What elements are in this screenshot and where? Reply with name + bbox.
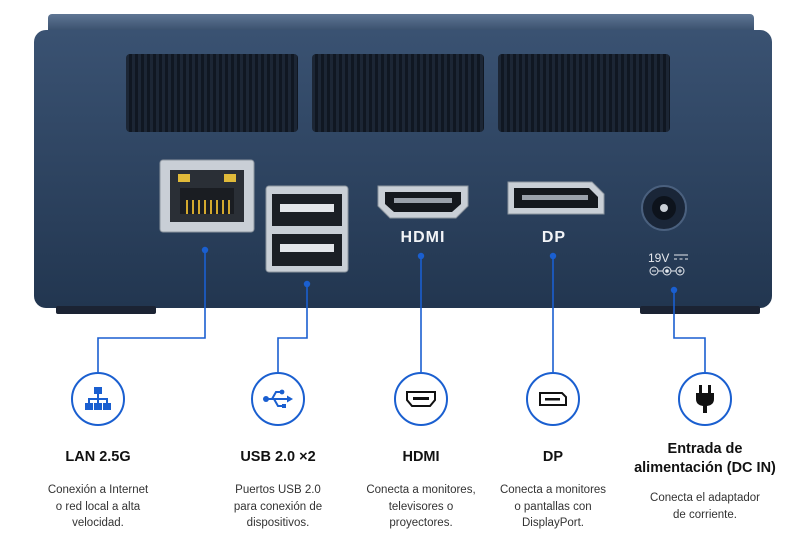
dp-port-label: DP — [542, 229, 566, 246]
power-plug-icon — [678, 372, 732, 426]
vent-middle — [312, 54, 484, 132]
usb-ports — [265, 185, 349, 273]
usb-icon — [251, 372, 305, 426]
port-title: DP — [542, 449, 564, 465]
hdmi-icon — [394, 372, 448, 426]
port-title: LAN 2.5G — [65, 449, 131, 465]
port-title: HDMI — [402, 449, 440, 465]
mini-pc-rear-panel: HDMI DP 19V — [34, 14, 772, 314]
vent-right — [498, 54, 670, 132]
displayport-icon — [526, 372, 580, 426]
port-info-dc-in: Entrada de alimentación (DC IN) Conecta … — [625, 372, 785, 523]
polarity-icon — [649, 254, 688, 276]
network-icon — [71, 372, 125, 426]
vent-left — [126, 54, 298, 132]
dc-in-jack — [641, 185, 687, 231]
hdmi-port — [377, 185, 469, 219]
displayport-port — [507, 181, 605, 215]
port-title: USB 2.0 ×2 — [240, 449, 316, 465]
power-rating-label: 19V — [648, 251, 669, 265]
port-title: Entrada de alimentación (DC IN) — [634, 441, 776, 476]
lan-port — [159, 159, 255, 233]
hdmi-port-label: HDMI — [401, 229, 446, 246]
